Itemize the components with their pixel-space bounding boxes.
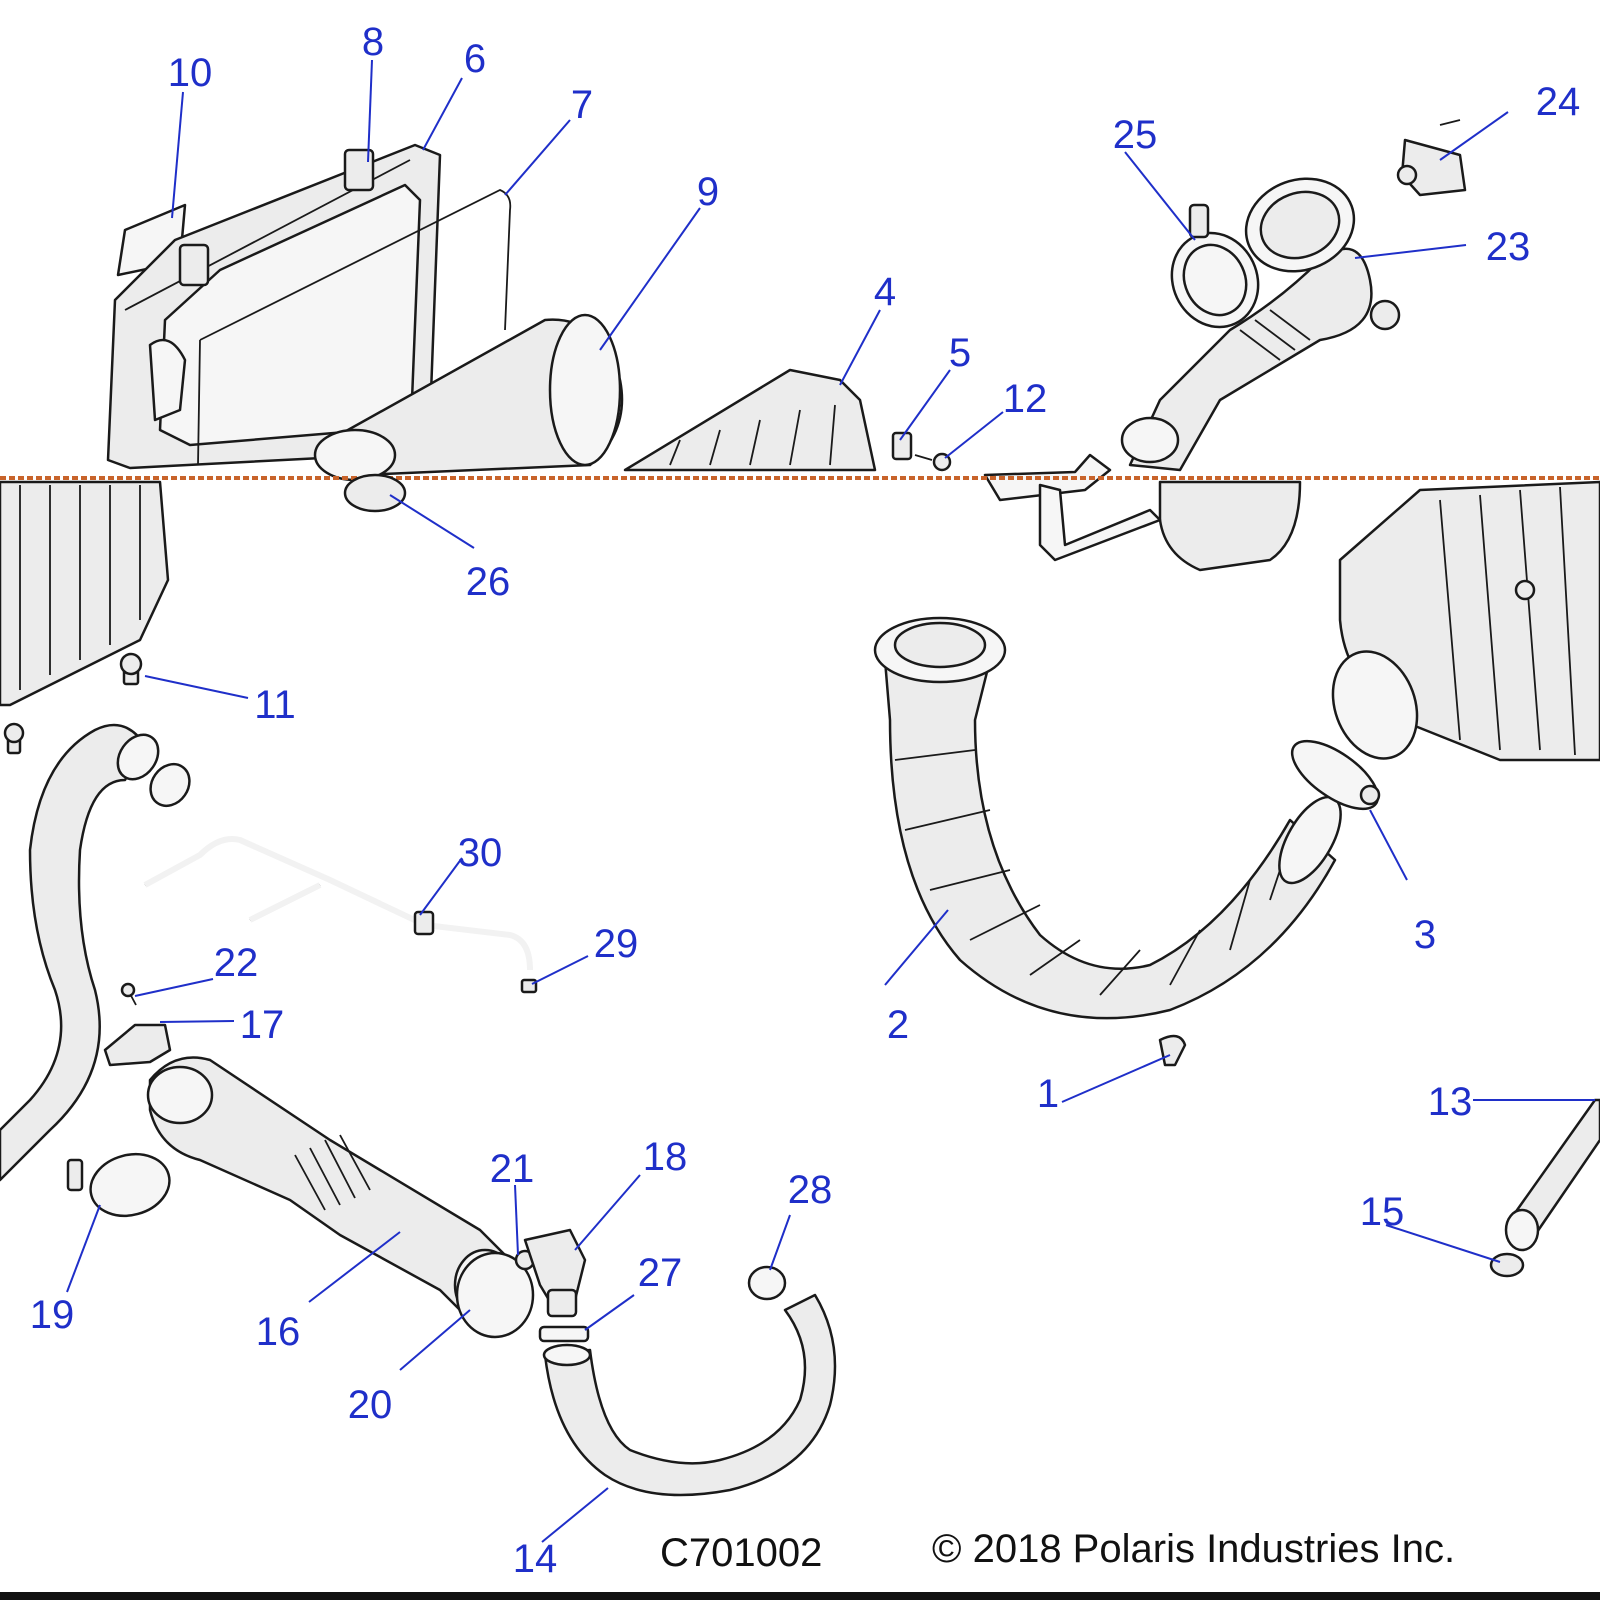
copyright-text: © 2018 Polaris Industries Inc. [932,1527,1455,1571]
callout-26: 26 [466,560,511,604]
valve-ring-part [538,1325,590,1343]
clamp-part [1170,203,1260,329]
valve-part [523,1228,587,1318]
filter-clamp-part [343,473,407,513]
callout-30: 30 [458,831,503,875]
filter-lower-part [1158,480,1302,572]
left-hose-part [0,723,160,1182]
callout-10: 10 [168,51,213,95]
callout-29: 29 [594,922,639,966]
callout-18: 18 [643,1135,688,1179]
drain-hose-part [1504,1098,1600,1252]
airbox-body-right-part [1331,480,1600,762]
hose-band-part [747,1265,787,1301]
duct-clamp-part [1290,739,1381,811]
clip-part [891,431,913,461]
bolt-part [3,652,143,755]
airbox-body-left-part [0,480,170,707]
airbox-base-part [623,368,877,472]
callout-7: 7 [571,83,593,127]
callout-16: 16 [256,1310,301,1354]
map-sensor-part [103,1023,172,1067]
drawing-number: C701002 [660,1531,822,1575]
lower-clamp-part [66,1152,171,1218]
callout-6: 6 [464,37,486,81]
callout-13: 13 [1428,1080,1473,1124]
callout-15: 15 [1360,1190,1405,1234]
bottom-border [0,1592,1600,1600]
screw-part [914,452,952,472]
callout-12: 12 [1003,377,1048,421]
callout-5: 5 [949,331,971,375]
callout-14: 14 [513,1537,558,1581]
callout-4: 4 [874,270,896,314]
callout-11: 11 [254,683,296,727]
airbox-seal-part [197,189,512,466]
airbox-cover-part [106,143,442,470]
callout-27: 27 [638,1251,683,1295]
callout-9: 9 [697,170,719,214]
hose-ring-part [149,762,191,808]
callout-3: 3 [1414,913,1436,957]
grommet-part [1158,1034,1187,1067]
main-intake-duct-part [873,616,1342,1020]
callout-19: 19 [30,1293,75,1337]
air-filter-part [313,313,624,482]
breather-line-lower-part [1038,483,1162,562]
vent-clip-part [520,978,538,994]
callout-28: 28 [788,1168,833,1212]
callout-20: 20 [348,1383,393,1427]
u-hose-part [542,1293,837,1497]
callout-1: 1 [1037,1072,1059,1116]
callout-2: 2 [887,1003,909,1047]
hose-clamp-part [1489,1252,1525,1278]
vent-line-part [143,836,533,971]
callout-22: 22 [214,941,259,985]
callouts: 1 2 3 4 5 6 7 8 9 10 11 12 13 14 15 16 1… [30,20,1581,1581]
sensor-screw-part [120,982,137,1006]
callout-24: 24 [1536,80,1581,124]
leader-lines [66,59,1595,1543]
callout-8: 8 [362,20,384,64]
duct-end-clamp-part [455,1251,535,1339]
callout-23: 23 [1486,225,1531,269]
intake-duct-part [1120,177,1401,472]
callout-25: 25 [1113,113,1158,157]
callout-17: 17 [240,1003,285,1047]
callout-21: 21 [490,1147,535,1191]
sensor-top-part [1396,119,1467,197]
